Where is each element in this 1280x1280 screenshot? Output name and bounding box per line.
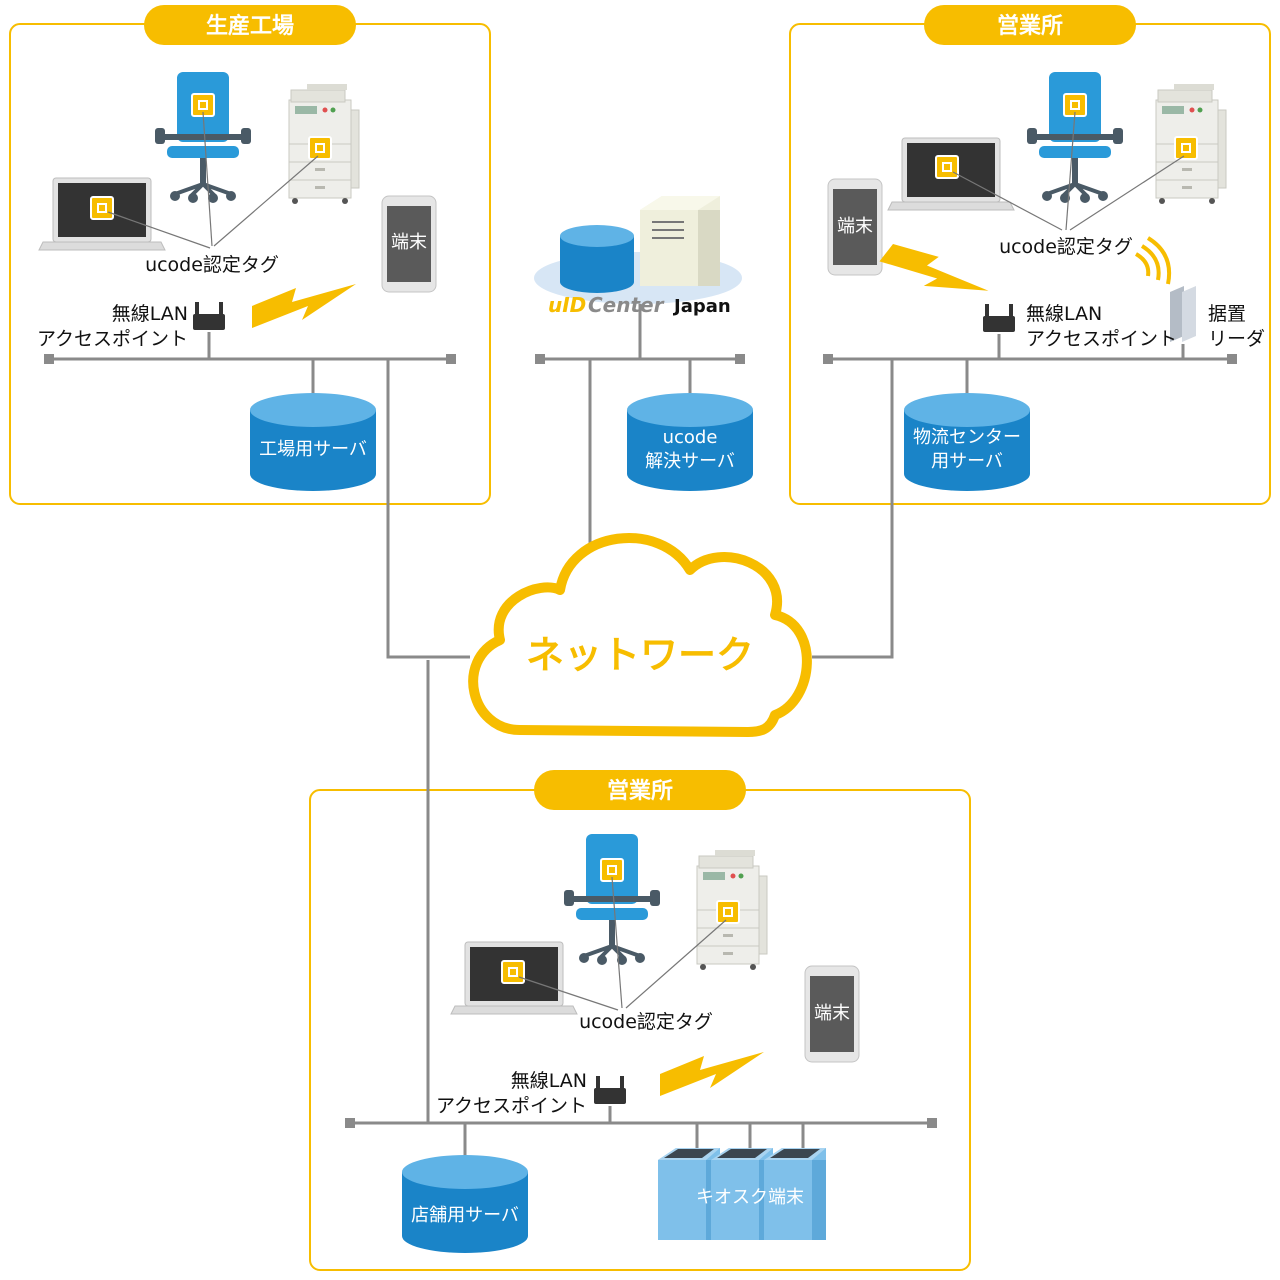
factory-tag-label: ucode認定タグ bbox=[145, 254, 279, 276]
ucode-tag-icon bbox=[501, 960, 525, 984]
network-cables bbox=[50, 300, 1232, 1162]
tag-leader-lines bbox=[107, 111, 319, 249]
ucode-tag-icon bbox=[1174, 136, 1198, 160]
router-icon bbox=[594, 1076, 626, 1104]
reader-icon bbox=[1170, 286, 1196, 342]
tag-leader-lines bbox=[952, 111, 1185, 231]
logo-uid: uID bbox=[548, 293, 586, 317]
ucode-tag-icon bbox=[716, 900, 740, 924]
office-bottom-terminal-label: 端末 bbox=[814, 1003, 850, 1024]
office-top-title-pill bbox=[924, 5, 1136, 45]
logo-center: Center bbox=[588, 293, 665, 317]
office-bottom-site: 端末 ucode認定タグ 無線LAN アクセスポイント 店舗用サーバ キオスク端… bbox=[402, 832, 860, 1253]
factory-title: 生産工場 bbox=[206, 13, 294, 39]
factory-site: 端末 ucode認定タグ 無線LAN アクセスポイント 工場用サーバ bbox=[37, 70, 437, 491]
office-chair-icon bbox=[1025, 70, 1125, 205]
lightning-icon bbox=[252, 284, 356, 328]
office-top-title: 営業所 bbox=[997, 13, 1063, 39]
office-bottom-title: 営業所 bbox=[607, 778, 673, 804]
office-chair-icon bbox=[153, 70, 253, 205]
uid-center-group: uID Center Japan bbox=[534, 196, 742, 317]
office-top-server-label-1: 物流センター bbox=[913, 427, 1021, 448]
tag-leader-lines bbox=[518, 876, 727, 1011]
router-icon bbox=[193, 302, 225, 330]
factory-ap-label-1: 無線LAN bbox=[112, 303, 188, 325]
server-icon bbox=[402, 1155, 528, 1253]
factory-ap-label-2: アクセスポイント bbox=[37, 328, 188, 350]
ucode-tag-icon bbox=[935, 155, 959, 179]
office-top-ap-label-2: アクセスポイント bbox=[1026, 328, 1177, 350]
office-top-terminal-label: 端末 bbox=[837, 216, 873, 237]
reader-label-1: 据置 bbox=[1208, 303, 1246, 325]
factory-terminal-label: 端末 bbox=[391, 232, 427, 253]
office-bottom-ap-label-1: 無線LAN bbox=[511, 1070, 587, 1092]
cloud-icon bbox=[468, 533, 812, 737]
factory-title-pill bbox=[144, 5, 356, 45]
factory-server-label: 工場用サーバ bbox=[259, 439, 367, 460]
network-label: ネットワーク bbox=[526, 633, 754, 677]
router-icon bbox=[983, 304, 1015, 332]
center-server-icon bbox=[640, 196, 720, 286]
office-top-site: 端末 ucode認定タグ 据置 リーダ 無線LAN アクセスポイント 物流センタ… bbox=[827, 70, 1265, 491]
ucode-server-label-2: 解決サーバ bbox=[645, 451, 735, 472]
logo-japan: Japan bbox=[672, 296, 731, 317]
ucode-tag-icon bbox=[308, 136, 332, 160]
lightning-icon bbox=[879, 244, 989, 291]
office-chair-icon bbox=[562, 832, 662, 967]
ucode-server-label-1: ucode bbox=[663, 427, 718, 448]
office-top-tag-label: ucode認定タグ bbox=[999, 236, 1133, 258]
office-top-ap-label-1: 無線LAN bbox=[1026, 303, 1102, 325]
reader-label-2: リーダ bbox=[1208, 328, 1265, 350]
office-bottom-tag-label: ucode認定タグ bbox=[579, 1011, 713, 1033]
office-bottom-server-label: 店舗用サーバ bbox=[411, 1205, 519, 1226]
ucode-tag-icon bbox=[90, 196, 114, 220]
office-bottom-title-pill bbox=[534, 770, 746, 810]
office-top-server-label-2: 用サーバ bbox=[931, 451, 1003, 472]
center-db-icon bbox=[560, 225, 634, 293]
bus-end-caps bbox=[44, 354, 1237, 1128]
lightning-icon bbox=[660, 1052, 764, 1096]
office-bottom-ap-label-2: アクセスポイント bbox=[436, 1095, 587, 1117]
kiosk-label: キオスク端末 bbox=[696, 1187, 804, 1208]
radio-waves-icon bbox=[1134, 236, 1171, 285]
